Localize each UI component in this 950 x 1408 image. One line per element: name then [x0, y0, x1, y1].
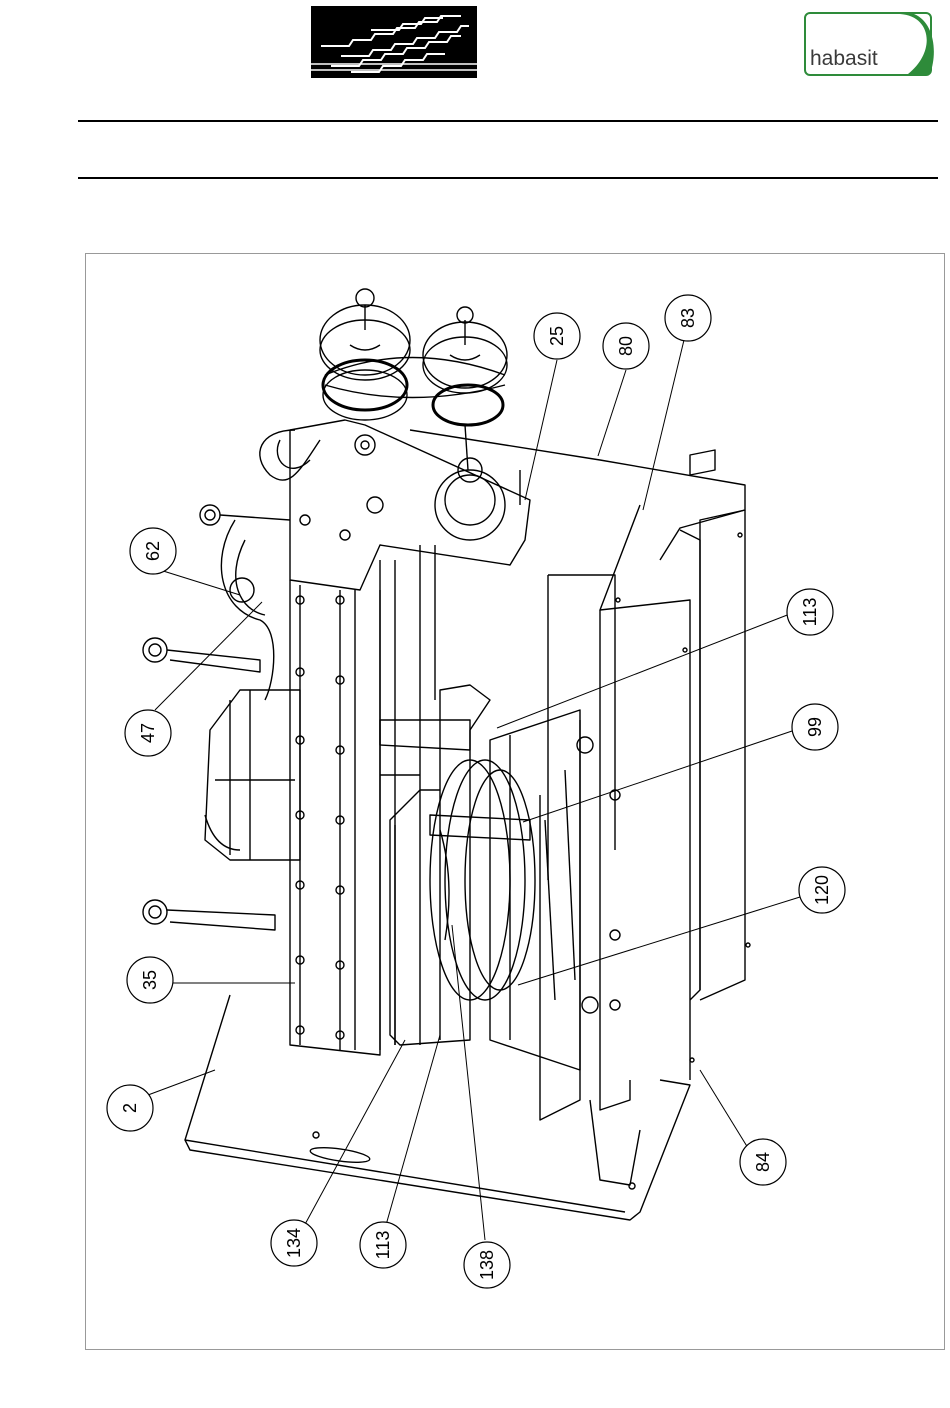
- svg-text:83: 83: [678, 308, 698, 328]
- svg-text:35: 35: [140, 970, 160, 990]
- svg-text:25: 25: [547, 326, 567, 346]
- svg-text:99: 99: [805, 717, 825, 737]
- callout-80: 80: [603, 323, 649, 369]
- svg-text:134: 134: [284, 1228, 304, 1258]
- callout-113-upper: 113: [787, 589, 833, 635]
- callout-99: 99: [792, 704, 838, 750]
- callout-83: 83: [665, 295, 711, 341]
- callout-138: 138: [464, 1242, 510, 1288]
- callout-62: 62: [130, 528, 176, 574]
- callout-113-lower: 113: [360, 1222, 406, 1268]
- svg-text:113: 113: [800, 598, 820, 627]
- callout-134: 134: [271, 1220, 317, 1266]
- svg-text:62: 62: [143, 541, 163, 561]
- svg-text:138: 138: [477, 1250, 497, 1280]
- callout-35: 35: [127, 957, 173, 1003]
- svg-text:80: 80: [616, 336, 636, 356]
- callout-47: 47: [125, 710, 171, 756]
- callout-120: 120: [799, 867, 845, 913]
- svg-text:47: 47: [138, 723, 158, 743]
- svg-text:113: 113: [373, 1231, 393, 1260]
- callout-84: 84: [740, 1139, 786, 1185]
- callout-25: 25: [534, 313, 580, 359]
- callout-2: 2: [107, 1085, 153, 1131]
- svg-text:2: 2: [120, 1103, 140, 1113]
- svg-text:120: 120: [812, 875, 832, 905]
- svg-text:84: 84: [753, 1152, 773, 1172]
